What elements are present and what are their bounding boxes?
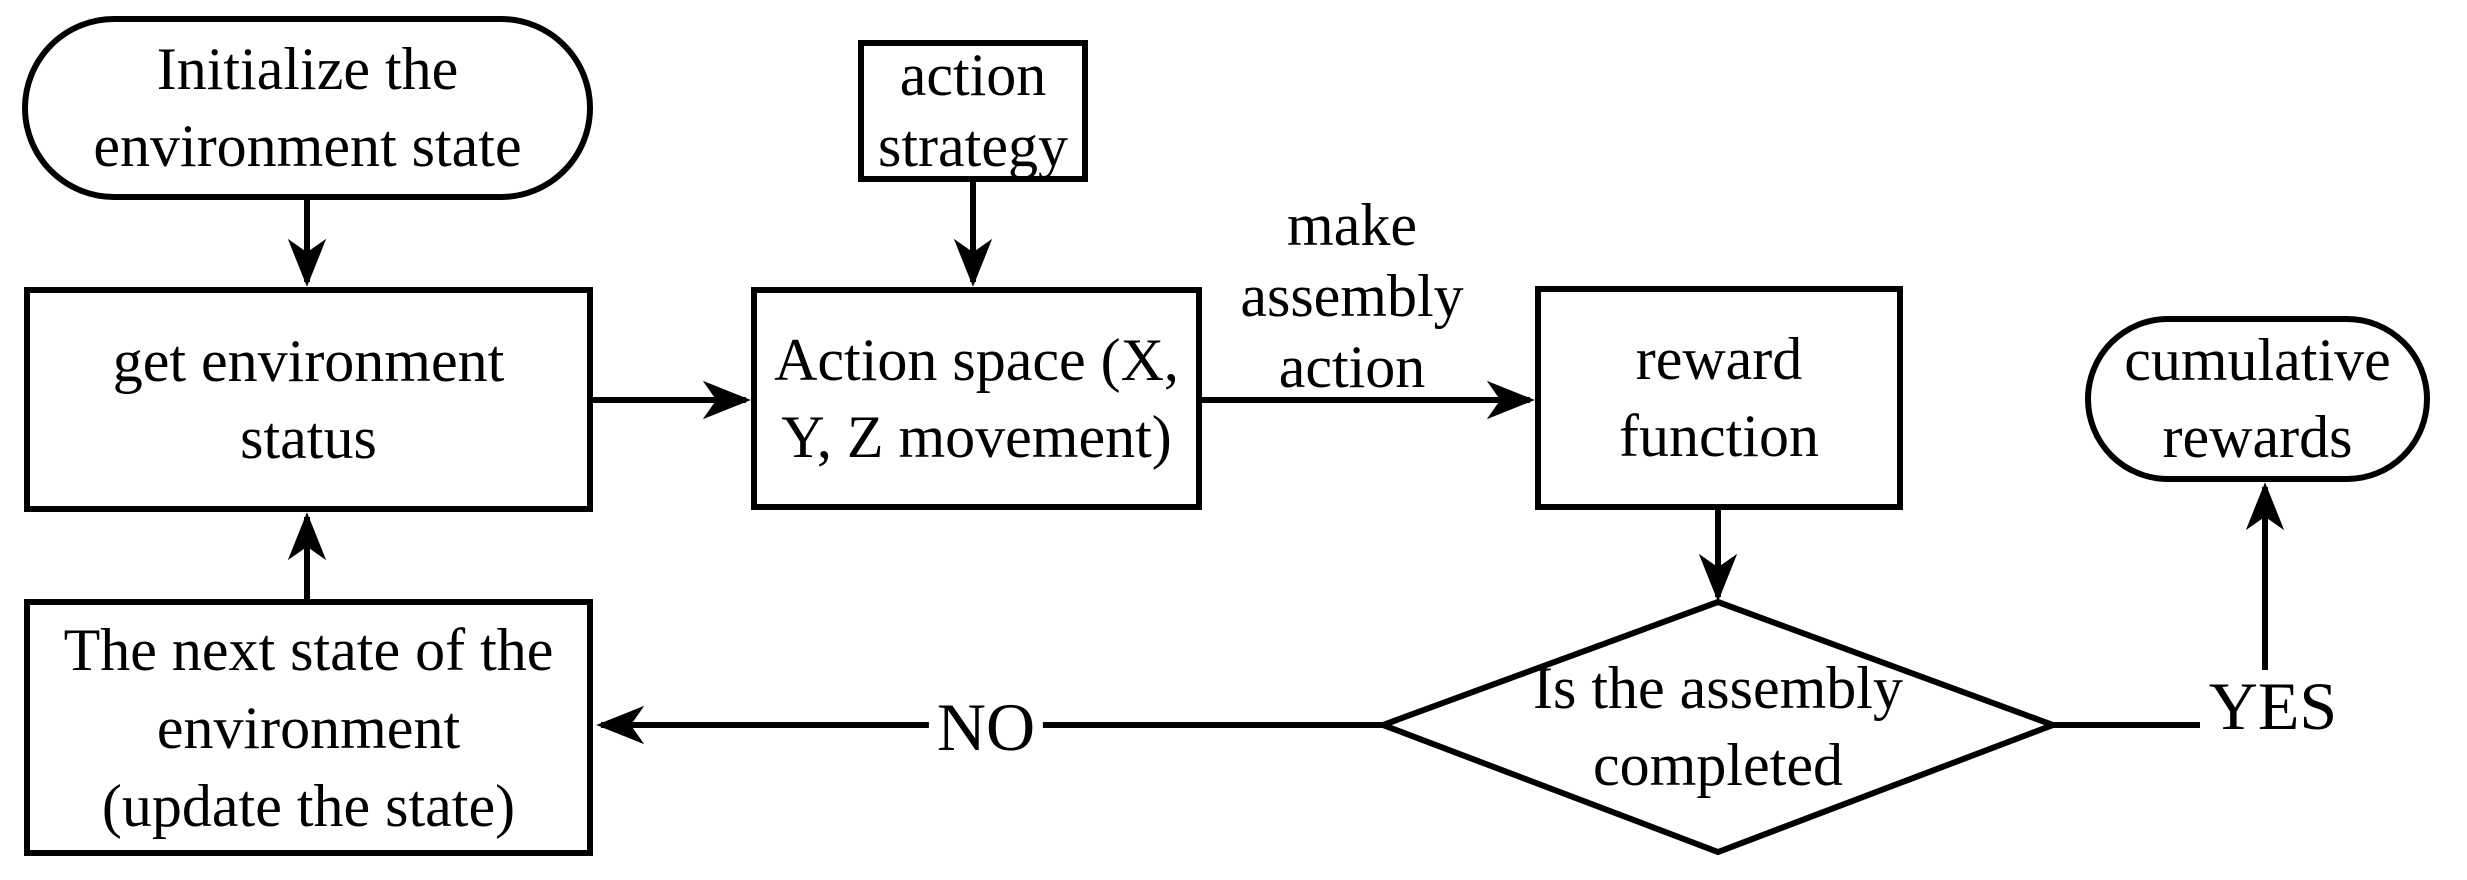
edge-label-yes: YES — [2208, 668, 2338, 744]
edge-label-make-assembly-action: make assembly action — [1102, 190, 1602, 403]
edge-label-no: NO — [928, 693, 1044, 761]
node-label-line: environment — [156, 694, 461, 761]
node-get-environment-status: get environment status — [24, 287, 593, 512]
node-label-line: Y, Z movement) — [781, 403, 1172, 470]
decision-diamond-shape — [1374, 598, 2062, 856]
node-label-line: (update the state) — [101, 772, 516, 839]
node-is-assembly-completed-label: Is the assembly completed — [1433, 612, 2003, 842]
node-action-strategy: action strategy — [858, 40, 1088, 182]
edge-label-line: action — [1278, 334, 1426, 400]
node-label-line: function — [1619, 403, 1819, 469]
node-label-line: action — [899, 42, 1047, 108]
node-label-line: get environment — [112, 327, 505, 394]
node-label-line: status — [240, 404, 377, 471]
node-next-state-of-environment: The next state of the environment (updat… — [24, 599, 593, 856]
node-label-line: cumulative — [2124, 327, 2391, 393]
node-label-line: rewards — [2162, 404, 2353, 470]
node-label-line: The next state of the — [63, 616, 554, 683]
node-initialize-environment-state: Initialize the environment state — [22, 16, 593, 200]
node-label-line: environment state — [93, 113, 522, 179]
node-label-line: strategy — [878, 113, 1068, 179]
node-action-space: Action space (X, Y, Z movement) — [751, 287, 1202, 510]
node-reward-function: reward function — [1535, 286, 1903, 510]
node-label-line: reward — [1635, 326, 1803, 392]
node-label-line: Is the assembly — [1533, 655, 1903, 721]
edge-label-line: make — [1287, 192, 1417, 258]
node-label-line: completed — [1593, 732, 1843, 798]
edge-label-line: assembly — [1240, 263, 1464, 329]
node-label-line: Action space (X, — [774, 326, 1179, 393]
node-label-line: Initialize the — [156, 36, 459, 102]
node-cumulative-rewards: cumulative rewards — [2085, 316, 2430, 482]
